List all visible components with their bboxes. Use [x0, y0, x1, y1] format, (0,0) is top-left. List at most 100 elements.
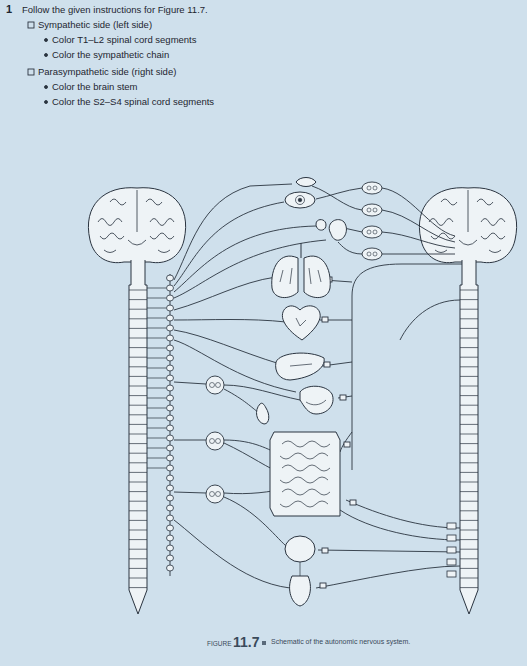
ganglia [206, 182, 382, 588]
cord-segments [129, 462, 147, 463]
cord-segments [129, 453, 147, 454]
organs [282, 306, 320, 340]
ganglia [362, 248, 382, 260]
nerve-fibers [224, 385, 300, 400]
sacral-ganglia [447, 547, 456, 553]
ganglia [362, 182, 382, 194]
cord-segments [129, 424, 147, 425]
chain-ganglia [167, 485, 174, 491]
ganglia [324, 362, 330, 367]
cord-segments [460, 578, 478, 579]
organs [270, 432, 340, 516]
nerve-fibers [340, 510, 460, 540]
nerve-fibers [318, 550, 460, 552]
brain-gyri [481, 219, 505, 226]
nerve-fibers [382, 188, 455, 236]
chain-ganglia [167, 355, 174, 361]
cord-segments [460, 587, 478, 588]
cord-segments [460, 491, 478, 492]
brain [88, 188, 185, 263]
list-markers [28, 69, 34, 75]
cord-segments [147, 398, 166, 399]
cord-segments [460, 434, 478, 435]
chain-ganglia [167, 385, 174, 391]
chain-ganglia [167, 285, 174, 291]
cord-segments [129, 530, 147, 531]
cord-segments [147, 468, 166, 469]
cord-segments [129, 472, 147, 473]
nerve-fibers [400, 300, 460, 340]
cord-segments [460, 299, 478, 300]
list-markers [45, 39, 48, 42]
ganglion-detail [216, 439, 221, 444]
brain-gyri [150, 219, 174, 226]
cord-segments [460, 328, 478, 329]
cord-segments [129, 539, 147, 540]
organ-detail [280, 268, 321, 284]
instruction-text: Follow the given instructions for Figure… [22, 4, 208, 15]
nerve-fibers [174, 492, 206, 493]
ganglion-detail [367, 208, 371, 212]
brain-gyri [489, 250, 501, 253]
brain-gyri [158, 250, 170, 253]
list-markers [262, 641, 266, 645]
brain-gyri [481, 233, 505, 239]
nerve-fibers [174, 202, 284, 286]
cord-segments [460, 549, 478, 550]
organs [257, 403, 269, 424]
chain-ganglia [167, 275, 174, 281]
chain-ganglia [167, 435, 174, 441]
organs [316, 220, 326, 231]
cord-segments [129, 501, 147, 502]
nerve-fibers [174, 440, 206, 441]
sacral-ganglia [447, 535, 456, 541]
ganglion-detail [367, 252, 371, 256]
organ-detail [296, 318, 306, 326]
cord-segments [460, 318, 478, 319]
ganglion-detail [373, 230, 377, 234]
cord-segments [129, 443, 147, 444]
ganglia [362, 226, 382, 238]
step-number: 1 [6, 3, 12, 16]
brain-gyri [468, 190, 469, 232]
brain-gyri [104, 250, 116, 253]
organ-detail [282, 465, 330, 471]
nerve-fibers [382, 254, 455, 255]
cord-segments [460, 414, 478, 415]
list-markers [45, 86, 48, 89]
brain [419, 188, 516, 263]
nerve-fibers [316, 188, 362, 199]
nerve-fibers [174, 382, 206, 384]
nerve-fibers [174, 320, 286, 323]
nerve-fibers [338, 242, 362, 254]
organs [290, 576, 311, 606]
spinal-cord [460, 260, 478, 614]
list-markers [45, 54, 48, 57]
chain-ganglia [167, 305, 174, 311]
nerve-fibers [174, 240, 326, 298]
organs [285, 536, 315, 562]
cord-segments [129, 290, 147, 291]
cord-segments [129, 318, 147, 319]
ganglia [206, 432, 224, 450]
cord-segments [147, 298, 166, 299]
cord-segments [129, 520, 147, 521]
cord-segments [129, 366, 147, 367]
chain-ganglia [167, 405, 174, 411]
organs [276, 353, 325, 380]
cord-segments [460, 443, 478, 444]
cord-segments [129, 357, 147, 358]
cord-segments [129, 434, 147, 435]
cord-segments [147, 388, 166, 389]
sacral-ganglia [447, 523, 456, 529]
instruction-item: Color the S2–S4 spinal cord segments [52, 96, 214, 107]
organ-detail [282, 441, 330, 447]
chain-ganglia [167, 565, 174, 571]
cord-segments [129, 587, 147, 588]
nerve-fibers [174, 277, 276, 310]
nerve-fibers [322, 362, 352, 366]
cord-segments [460, 357, 478, 358]
cord-segments [147, 448, 166, 449]
nerve-fibers [174, 520, 290, 588]
